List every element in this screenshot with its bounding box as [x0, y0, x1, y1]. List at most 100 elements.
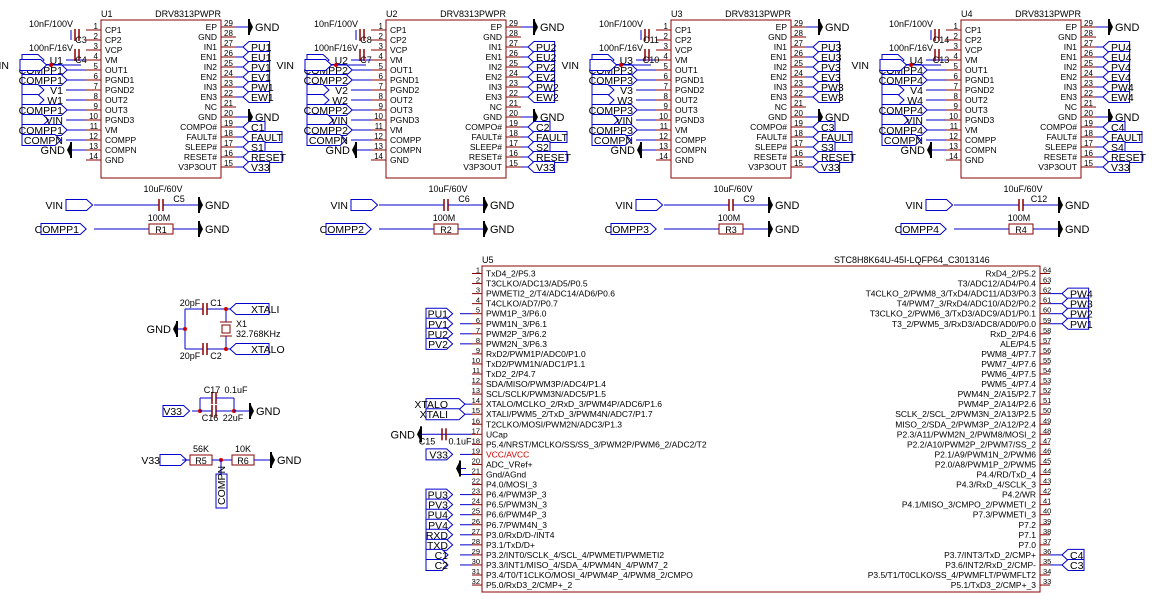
- net-label: [229, 303, 270, 315]
- pin-name: VM: [390, 125, 403, 135]
- pin-name: P6.5/PWM3N_3: [486, 500, 547, 510]
- pin-name: GND: [105, 155, 124, 165]
- pin-name: PGND2: [675, 85, 705, 95]
- net-label: [527, 151, 568, 163]
- net-name: PW4: [1070, 289, 1093, 301]
- pin-number: 8: [664, 92, 669, 101]
- pin-number: 1: [94, 22, 99, 31]
- pin-name: TxD2_2/P4.7: [486, 369, 536, 379]
- pin-number: 28: [794, 29, 803, 38]
- pin-number: 29: [509, 19, 518, 28]
- pin-number: 9: [664, 102, 669, 111]
- pin-name: PWMETI2_2/T4/ADC14/AD6/P0.6: [486, 289, 615, 299]
- pin-name: PWM6_4/P7.5: [981, 369, 1036, 379]
- pin-name: ALE/P4.5: [1000, 339, 1036, 349]
- pin-name: P3.3/INT1/MISO_4/SDA_4/PWM4N_4/PWM7_2: [486, 560, 668, 570]
- pin-name: P6.7/PWM4N_3: [486, 520, 547, 530]
- pin-name: SCL/SCLK/PWM3N/ADC5/P1.5: [486, 389, 606, 399]
- pin-name: VM: [675, 55, 688, 65]
- net-label: [242, 61, 271, 73]
- pin-number: 4: [94, 52, 99, 61]
- pin-number: 2: [476, 276, 480, 285]
- pin-name: NC: [490, 102, 502, 112]
- pin-number: 38: [1043, 527, 1051, 536]
- net-label: [881, 124, 928, 136]
- pin-number: 10: [89, 112, 98, 121]
- net-label: [242, 121, 266, 133]
- pin-number: 19: [1084, 119, 1093, 128]
- net-name: V4: [910, 85, 923, 97]
- ground-label: GND: [540, 22, 565, 34]
- pin-name: EN1: [200, 52, 217, 62]
- cap-ref: C14: [933, 35, 950, 45]
- pin-number: 15: [1084, 159, 1093, 168]
- net-label: [812, 141, 836, 153]
- net-label: [425, 488, 454, 501]
- net-label: [527, 61, 556, 73]
- net-label: [242, 141, 266, 153]
- net-name: PV3: [428, 500, 448, 512]
- pin-name: OUT2: [390, 95, 413, 105]
- net-name: V33: [251, 162, 270, 174]
- pin-number: 44: [1043, 467, 1051, 476]
- pin-name: PWM2P_3/P6.2: [486, 329, 547, 339]
- pin-number: 24: [472, 497, 480, 506]
- net-label: [21, 124, 68, 136]
- pin-number: 26: [794, 49, 803, 58]
- pin-number: 13: [659, 142, 668, 151]
- cap-value: 20pF: [180, 351, 201, 361]
- junction: [49, 63, 53, 67]
- pin-name: P3.1/TxD/D+: [486, 540, 535, 550]
- net-name: VIN: [905, 200, 923, 212]
- cap-value: 100nF/16V: [889, 43, 933, 53]
- vin-name: VIN: [276, 60, 294, 72]
- resistor-ref: R1: [155, 225, 167, 235]
- cap-value: 0.1uF: [224, 385, 248, 395]
- pin-name: NC: [205, 102, 217, 112]
- res-value: 100M: [1008, 213, 1031, 223]
- net-label: [425, 398, 466, 411]
- cap-value: 22uF: [223, 413, 244, 423]
- pin-number: 35: [1043, 557, 1051, 566]
- cap-ref: C15: [419, 436, 436, 446]
- pin-name: PGND3: [965, 115, 995, 125]
- pin-name: NC: [775, 102, 787, 112]
- pin-name: COMPO#: [180, 122, 217, 132]
- pin-name: P4.4/RD/TxD_4: [976, 470, 1036, 480]
- pin-name: GND: [768, 112, 787, 122]
- pin-number: 12: [949, 132, 958, 141]
- pin-name: P3.5/T1/T0CLKO/SS_4/PWMFLT/PWMFLT2: [868, 570, 1037, 580]
- pin-number: 6: [954, 72, 959, 81]
- net-label: [881, 84, 905, 96]
- pin-number: 19: [794, 119, 803, 128]
- net-name: COMPP1: [35, 224, 80, 236]
- net-label: [635, 199, 664, 211]
- net-label: [350, 199, 379, 211]
- pin-number: 43: [1043, 477, 1051, 486]
- net-label: [812, 61, 841, 73]
- pin-name: RESET#: [469, 152, 502, 162]
- net-name: PW2: [1070, 309, 1093, 321]
- net-label: [425, 307, 454, 320]
- pin-name: EN2: [1060, 72, 1077, 82]
- net-name: PU1: [428, 309, 449, 321]
- pin-name: T2CLKO/MOSI/PWM2N/ADC3/P1.3: [486, 419, 622, 429]
- net-label: [425, 508, 454, 521]
- pin-name: GND: [1058, 32, 1077, 42]
- net-label: [527, 121, 551, 133]
- pin-number: 18: [472, 436, 480, 445]
- driver-part: DRV8313PWPR: [155, 9, 221, 19]
- vin-name: VIN: [561, 60, 579, 72]
- cap-value: 10nF/100V: [314, 19, 358, 29]
- pin-name: VM: [105, 55, 118, 65]
- junction: [619, 63, 623, 67]
- pin-number: 7: [664, 82, 669, 91]
- net-label: [325, 223, 372, 235]
- ground-label: GND: [256, 406, 281, 418]
- pin-name: P4.1/MISO_3/CMPO_2/PWMETI_2: [902, 500, 1036, 510]
- cap-value: 10nF/100V: [889, 19, 933, 29]
- net-label: [21, 134, 62, 146]
- pin-name: PGND1: [675, 75, 705, 85]
